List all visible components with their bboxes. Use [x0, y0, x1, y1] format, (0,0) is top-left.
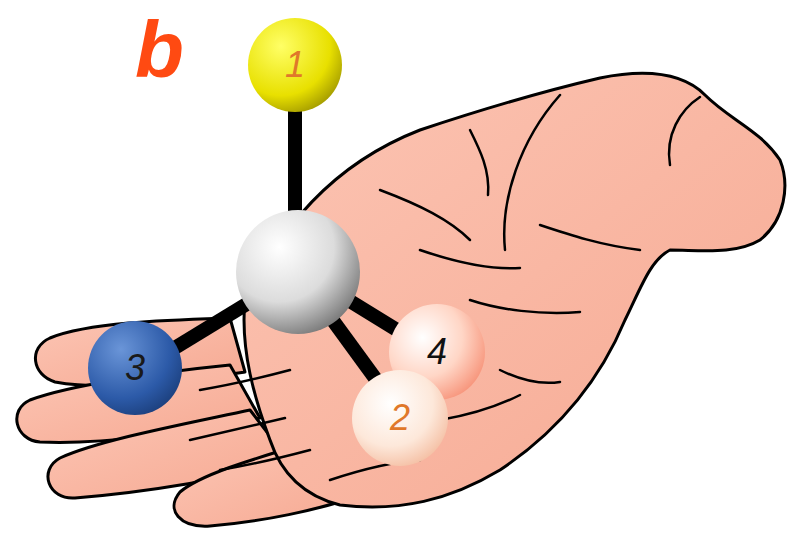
atom-sphere: 3 — [88, 321, 182, 415]
atom-number: 1 — [285, 47, 305, 83]
atom-sphere: 1 — [248, 18, 342, 112]
atom-number: 3 — [125, 350, 145, 386]
panel-letter: b — [135, 10, 184, 90]
atom-number: 4 — [427, 334, 447, 370]
atom-sphere: 2 — [352, 370, 448, 466]
central-atom — [236, 210, 360, 334]
atom-number: 2 — [390, 400, 410, 436]
